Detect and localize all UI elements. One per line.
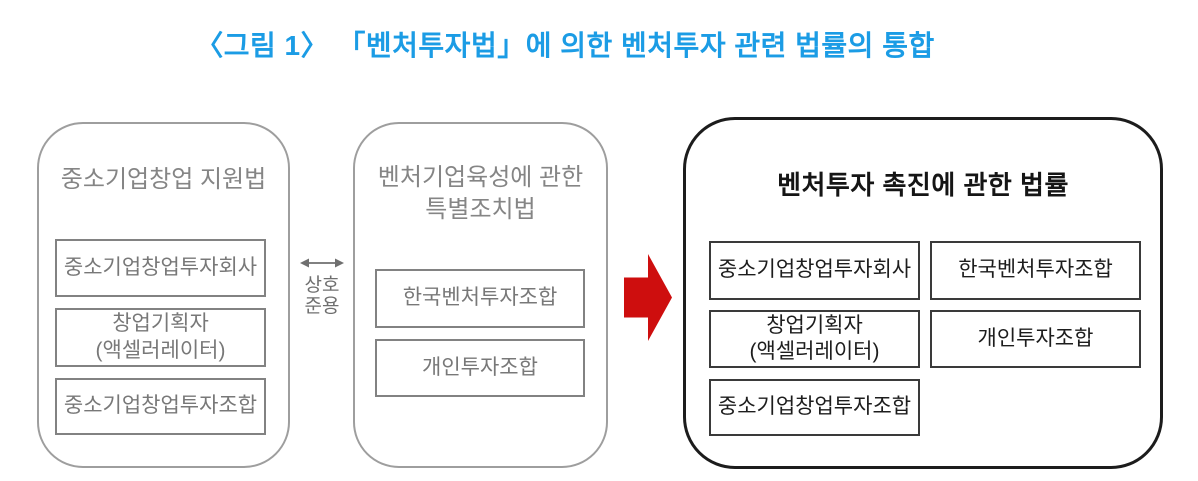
entity-box: 한국벤처투자조합 <box>930 241 1141 300</box>
entity-box: 중소기업창업투자조합 <box>55 378 266 435</box>
entity-box: 개인투자조합 <box>375 339 585 397</box>
entity-box: 한국벤처투자조합 <box>375 269 585 328</box>
right-panel-title: 벤처투자 촉진에 관한 법률 <box>777 170 1069 200</box>
entity-box: 중소기업창업투자회사 <box>709 241 920 300</box>
bidirectional-arrow-icon <box>300 256 344 274</box>
middle-law-panel: 벤처기업육성에 관한 특별조치법 한국벤처투자조합 개인투자조합 <box>353 122 608 468</box>
figure-title: 〈그림 1〉 「벤처투자법」에 의한 벤처투자 관련 법률의 통합 <box>195 30 935 61</box>
mutual-application-label: 상호 준용 <box>304 275 340 317</box>
entity-box: 창업기획자 (액셀러레이터) <box>55 308 266 367</box>
right-law-panel: 벤처투자 촉진에 관한 법률 중소기업창업투자회사 한국벤처투자조합 창업기획자… <box>683 117 1163 469</box>
left-law-panel: 중소기업창업 지원법 중소기업창업투자회사 창업기획자 (액셀러레이터) 중소기… <box>37 122 290 468</box>
entity-box: 개인투자조합 <box>930 310 1141 368</box>
middle-panel-title: 벤처기업육성에 관한 특별조치법 <box>377 164 584 224</box>
entity-box: 중소기업창업투자회사 <box>55 239 266 297</box>
merge-arrow-icon <box>624 254 672 341</box>
left-panel-title: 중소기업창업 지원법 <box>60 166 267 193</box>
entity-box: 창업기획자 (액셀러레이터) <box>709 310 920 368</box>
entity-box: 중소기업창업투자조합 <box>709 379 920 436</box>
mutual-application-connector: 상호 준용 <box>292 256 352 318</box>
